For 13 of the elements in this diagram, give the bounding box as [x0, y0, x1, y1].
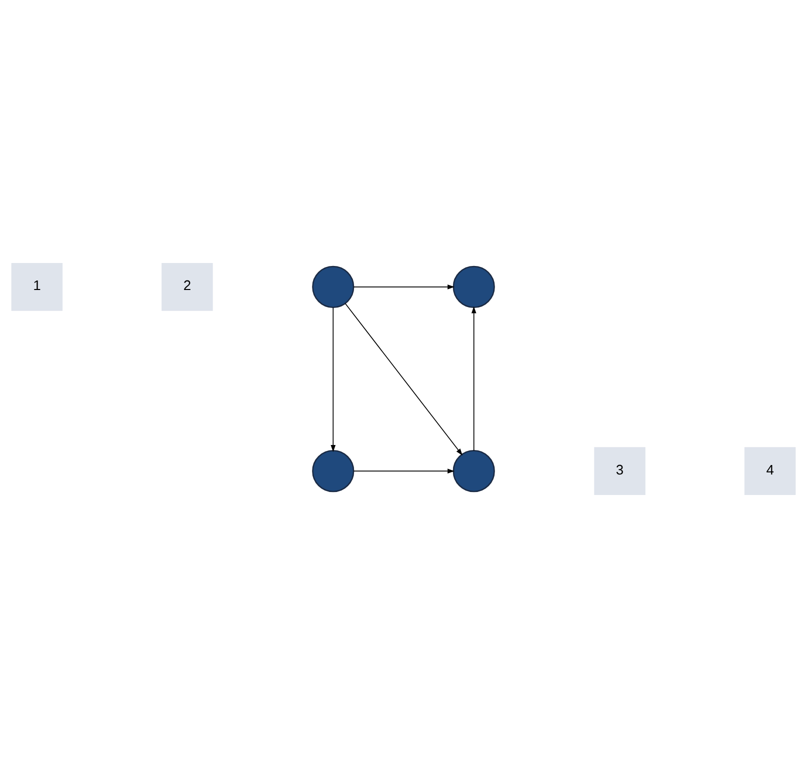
node-box: 2	[162, 263, 213, 311]
node-circle	[312, 450, 354, 492]
node-circle	[312, 266, 354, 308]
node-box: 4	[744, 447, 796, 495]
node-box: 3	[594, 447, 646, 495]
arrow	[353, 468, 455, 474]
node-box: 1	[11, 263, 63, 311]
arrow	[344, 303, 463, 456]
arrow	[471, 306, 476, 452]
node-circle	[452, 266, 495, 308]
arrow	[353, 284, 455, 290]
node-circle	[452, 450, 495, 492]
arrow	[330, 307, 336, 452]
